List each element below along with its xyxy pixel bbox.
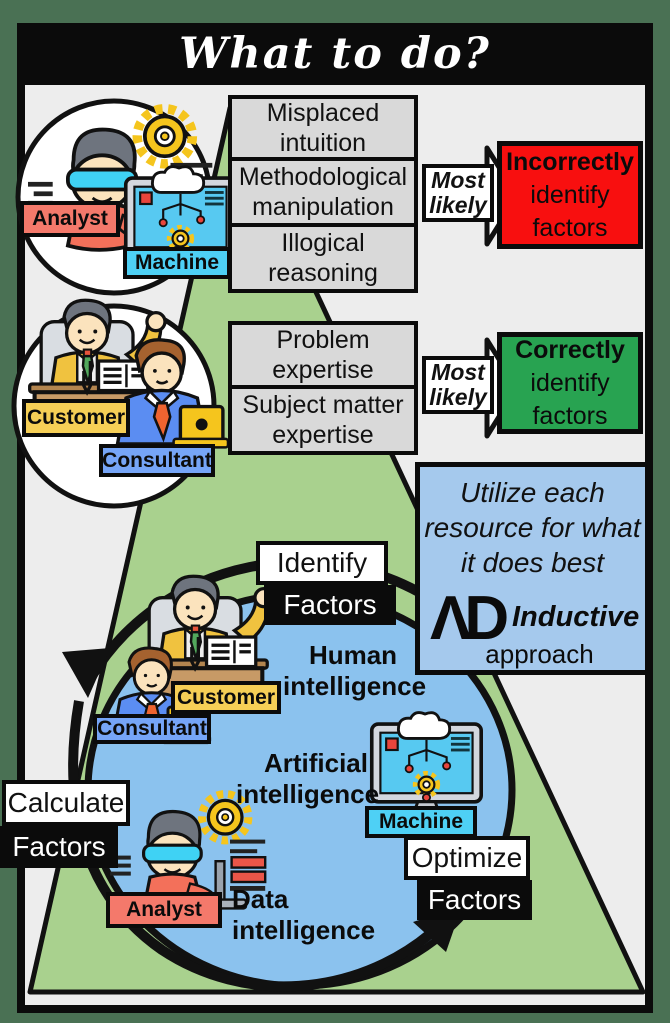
most-likely-line1: Most: [431, 167, 485, 193]
chip-text: Customer: [26, 406, 126, 429]
brand-name: Inductive: [512, 601, 640, 633]
result-line-emphasis: Correctly: [515, 335, 625, 364]
cause-box-problem-expertise: Problem expertise: [228, 321, 418, 389]
machine-chip: Machine: [123, 247, 231, 279]
calculate-text: Calculate: [7, 787, 125, 818]
cause-box-label: Misplaced intuition: [266, 99, 380, 157]
intel-line: intelligence: [232, 915, 376, 945]
page-title: What to do?: [179, 29, 491, 79]
customer-chip: Customer: [22, 399, 130, 437]
intel-line: intelligence: [283, 671, 427, 701]
intel-line: Human: [308, 640, 398, 670]
most-likely-line2: likely: [429, 384, 487, 410]
utilize-line2: resource for what: [424, 512, 641, 543]
human-intelligence-label: Human intelligence: [283, 640, 427, 702]
chip-text: Customer: [176, 685, 276, 709]
result-line: factors: [532, 401, 608, 430]
cause-box-methodological-manipulation: Methodological manipulation: [228, 157, 418, 227]
chip-text: Analyst: [126, 898, 202, 921]
optimize-factors-label: Factors: [417, 880, 532, 920]
machine-chip: Machine: [365, 806, 477, 838]
result-line: identify: [530, 368, 610, 397]
result-box-incorrectly: Incorrectly identify factors: [497, 141, 643, 249]
calculate-factors-label: Factors: [0, 826, 118, 868]
result-line: identify: [530, 180, 610, 209]
factors-text: Factors: [427, 884, 522, 915]
most-likely-line2: likely: [429, 192, 487, 218]
identify-text: Identify: [276, 547, 368, 578]
cause-box-label: Problem expertise: [272, 326, 374, 384]
intel-line: intelligence: [236, 779, 380, 809]
chip-text: Analyst: [32, 207, 108, 230]
cause-box-subject-matter-expertise: Subject matter expertise: [228, 385, 418, 455]
artificial-intelligence-label: Artificial intelligence: [236, 748, 380, 810]
optimize-label: Optimize: [404, 836, 530, 880]
utilize-panel: Utilize each resource for what it does b…: [415, 462, 650, 675]
customer-chip: Customer: [171, 681, 281, 714]
factors-text: Factors: [283, 589, 377, 620]
chip-text: Machine: [378, 810, 464, 833]
optimize-text: Optimize: [411, 842, 523, 873]
cause-box-illogical-reasoning: Illogical reasoning: [228, 223, 418, 293]
identify-factors-label: Factors: [264, 585, 396, 625]
inductive-logo-icon: ΛD: [430, 584, 509, 653]
most-likely-label: Most likely: [422, 164, 494, 222]
identify-label: Identify: [256, 541, 388, 585]
analyst-chip: Analyst: [106, 892, 222, 928]
consultant-chip: Consultant: [99, 444, 215, 477]
most-likely-line1: Most: [431, 359, 485, 385]
chip-text: Consultant: [97, 717, 207, 740]
intel-line: Artificial: [263, 748, 368, 778]
title-bar: What to do?: [17, 23, 653, 85]
cause-box-label: Illogical reasoning: [268, 229, 378, 287]
most-likely-label: Most likely: [422, 356, 494, 414]
utilize-line3: it does best: [460, 547, 605, 578]
result-line: factors: [532, 213, 608, 242]
cause-box-label: Methodological manipulation: [238, 163, 408, 221]
calculate-label: Calculate: [2, 780, 130, 826]
brand-subtitle: approach: [485, 639, 594, 669]
intel-line: Data: [232, 884, 289, 914]
result-box-correctly: Correctly identify factors: [497, 332, 643, 434]
data-intelligence-label: Data intelligence: [232, 884, 382, 946]
consultant-chip: Consultant: [93, 714, 211, 744]
analyst-chip: Analyst: [20, 201, 120, 237]
utilize-line1: Utilize each: [460, 477, 605, 508]
factors-text: Factors: [12, 831, 106, 862]
cause-box-label: Subject matter expertise: [242, 391, 404, 449]
cause-box-misplaced-intuition: Misplaced intuition: [228, 95, 418, 161]
chip-text: Consultant: [102, 448, 212, 472]
chip-text: Machine: [134, 251, 220, 274]
result-line-emphasis: Incorrectly: [506, 147, 634, 176]
